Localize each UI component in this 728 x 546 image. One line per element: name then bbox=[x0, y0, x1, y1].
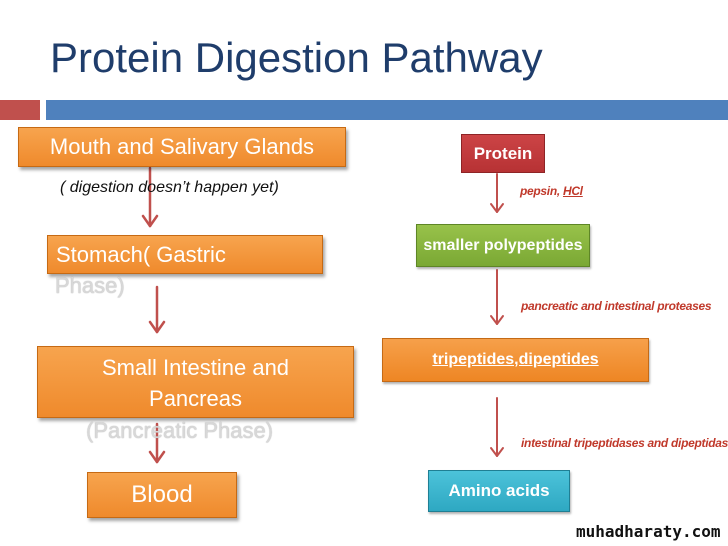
tripeptides-label: tripeptides,dipeptides bbox=[432, 351, 599, 368]
hcl-text: HCl bbox=[562, 184, 583, 198]
amino-acids-box: Amino acids bbox=[428, 470, 570, 512]
enzyme-label-2: pancreatic and intestinal proteases bbox=[521, 299, 712, 313]
mouth-label: Mouth and Salivary Glands bbox=[49, 134, 315, 159]
intestine-box: Small Intestine and Pancreas bbox=[37, 346, 354, 418]
enzyme-label-3: intestinal tripeptidases and dipeptidase… bbox=[521, 436, 728, 450]
title-band bbox=[46, 100, 728, 120]
arrow-stomach-intestine-head bbox=[148, 320, 166, 334]
enzyme-label-1: pepsin, HCl bbox=[520, 184, 583, 198]
watermark: muhadharaty.com bbox=[576, 522, 721, 541]
polypeptides-label: smaller polypeptides bbox=[423, 236, 583, 254]
mouth-box: Mouth and Salivary Glands bbox=[18, 127, 346, 167]
arrow-tri-amino-head bbox=[490, 447, 504, 457]
tripeptides-box: tripeptides,dipeptides bbox=[382, 338, 649, 382]
stomach-label: Stomach( Gastric bbox=[56, 242, 226, 267]
pepsin-text: pepsin, bbox=[520, 184, 560, 198]
blood-box: Blood bbox=[87, 472, 237, 518]
intestine-label-line2: Pancreas bbox=[149, 386, 242, 411]
mouth-note: ( digestion doesn’t happen yet) bbox=[60, 179, 279, 196]
polypeptides-box: smaller polypeptides bbox=[416, 224, 590, 267]
arrow-mouth-stomach-head bbox=[141, 214, 159, 228]
title-band-accent bbox=[0, 100, 40, 120]
protein-box: Protein bbox=[461, 134, 545, 173]
intestine-label-overflow: (Pancreatic Phase) bbox=[86, 418, 274, 443]
arrow-poly-tri-head bbox=[490, 315, 504, 325]
blood-label: Blood bbox=[131, 481, 193, 508]
stomach-label-overflow: Phase) bbox=[55, 273, 125, 298]
arrow-intestine-blood-head bbox=[148, 450, 166, 464]
protein-label: Protein bbox=[473, 143, 533, 163]
intestine-label-line1: Small Intestine and bbox=[101, 355, 290, 380]
amino-acids-label: Amino acids bbox=[448, 481, 550, 500]
arrow-protein-poly-head bbox=[490, 203, 504, 213]
stomach-box: Stomach( Gastric bbox=[47, 235, 323, 274]
page-title: Protein Digestion Pathway bbox=[50, 34, 543, 81]
